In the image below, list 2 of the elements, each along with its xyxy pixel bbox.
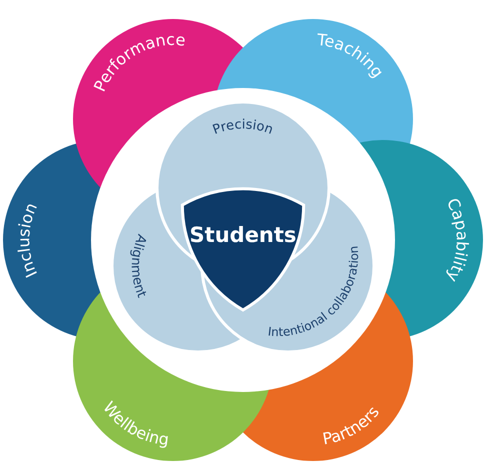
center-label: Students: [190, 223, 296, 247]
ring-label: Precision: [210, 117, 276, 138]
